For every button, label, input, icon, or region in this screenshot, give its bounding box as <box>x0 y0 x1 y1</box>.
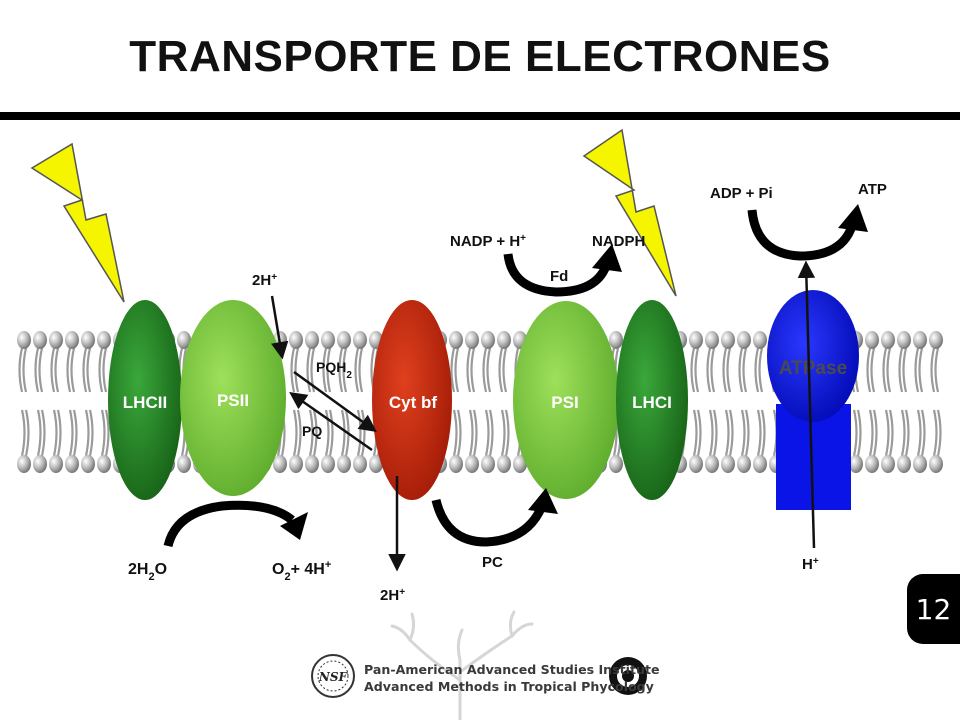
lhci-complex <box>616 300 688 500</box>
psi-complex <box>513 301 619 499</box>
lhcii-complex <box>108 300 182 500</box>
nsf-logo-icon: NSF <box>311 654 355 698</box>
pq-label: PQ <box>302 423 322 439</box>
pc-arrow <box>431 488 558 547</box>
psii-proton-label: 2H+ <box>252 272 277 290</box>
footer-institute-text: Pan-American Advanced Studies Institute … <box>364 661 664 695</box>
lightning-bolt-icon <box>582 128 677 297</box>
pqh2-arrow <box>293 370 377 433</box>
psi-label: PSI <box>551 393 578 412</box>
pc-label: PC <box>482 554 503 571</box>
fd-label: Fd <box>550 268 568 285</box>
cytbf-label: Cyt bf <box>389 393 438 412</box>
water-label: 2H2O <box>128 561 167 583</box>
atp-synthesis-arrow <box>747 204 868 261</box>
slide-title: TRANSPORTE DE ELECTRONES <box>129 32 831 81</box>
page-number-badge: 12 <box>907 574 960 644</box>
pqh2-label: PQH2 <box>316 359 352 381</box>
atp-label: ATP <box>858 181 887 198</box>
psii-complex <box>180 300 286 496</box>
cytbf-proton-label: 2H+ <box>380 587 405 605</box>
cytbf-complex <box>372 300 452 500</box>
oxygen-label: O2+ 4H+ <box>272 559 331 583</box>
title-divider <box>0 112 960 120</box>
tree-watermark-icon <box>390 610 534 720</box>
water-splitting-arrow <box>163 500 308 548</box>
psii-proton-arrow <box>270 295 289 360</box>
atpase-proton-label: H+ <box>802 556 819 574</box>
atpase-label: ATPase <box>779 358 847 379</box>
institute-logo-icon <box>609 657 647 695</box>
lightning-bolt-icon <box>30 142 125 303</box>
nadp-reduction-arrow <box>503 244 622 297</box>
svg-text:NSF: NSF <box>318 670 349 684</box>
atpase-proton-arrow <box>797 260 816 549</box>
lhcii-label: LHCII <box>123 393 167 412</box>
footer-line-2: Advanced Methods in Tropical Phycology <box>364 679 654 694</box>
footer-line-1: Pan-American Advanced Studies Institute <box>364 662 660 677</box>
nadph-label: NADPH <box>592 233 645 250</box>
psii-label: PSII <box>217 391 249 410</box>
lhci-label: LHCI <box>632 393 672 412</box>
pq-arrow <box>289 391 373 452</box>
adp-label: ADP + Pi <box>710 185 773 202</box>
nadp-label: NADP + H+ <box>450 233 526 251</box>
